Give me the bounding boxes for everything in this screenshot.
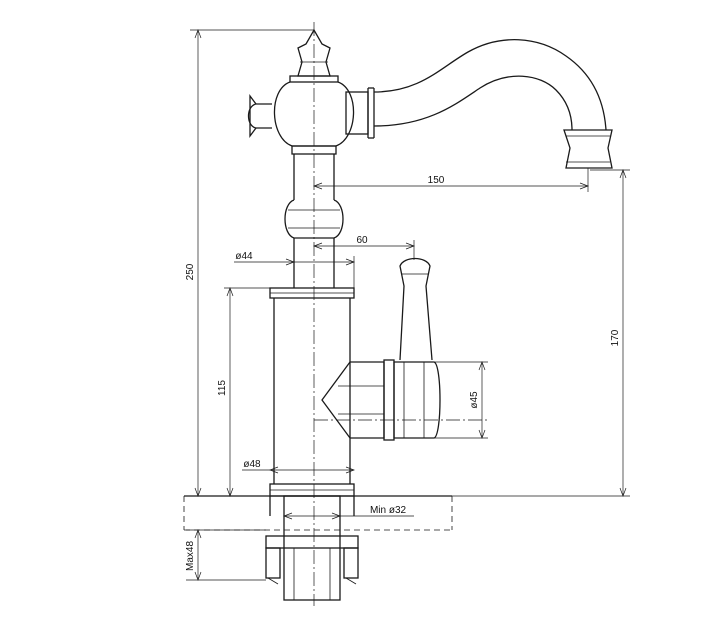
dim-lower-diameter: ø48 <box>242 459 355 474</box>
dim-label-44: ø44 <box>235 251 253 262</box>
lever-handle <box>321 257 441 441</box>
dim-spout-height: 170 <box>452 169 630 497</box>
dim-spout-reach: 150 <box>313 168 589 192</box>
dim-upper-diameter: ø44 <box>234 251 355 288</box>
dim-label-115: 115 <box>217 380 228 396</box>
dim-body-height: 115 <box>217 287 270 497</box>
dim-handle-diameter: ø45 <box>434 361 488 439</box>
main-body <box>269 287 355 497</box>
mounting-shank <box>265 495 359 601</box>
dim-label-min32: Min ø32 <box>370 505 407 516</box>
dim-label-60: 60 <box>356 235 368 246</box>
spout <box>345 39 613 169</box>
dim-total-height: 250 <box>185 29 314 497</box>
upper-body <box>247 28 355 288</box>
center-lines <box>313 22 488 606</box>
dim-label-45: ø45 <box>469 391 480 409</box>
countertop <box>183 495 453 531</box>
dim-label-max48: Max48 <box>185 541 196 571</box>
dim-label-170: 170 <box>610 329 621 346</box>
dim-label-150: 150 <box>428 175 445 186</box>
dim-max-thickness: Max48 <box>185 529 266 581</box>
dim-lever-offset: 60 <box>313 235 415 260</box>
dim-hole-diameter: Min ø32 <box>283 505 414 520</box>
dim-label-48: ø48 <box>243 459 261 470</box>
dim-label-250: 250 <box>185 263 196 280</box>
